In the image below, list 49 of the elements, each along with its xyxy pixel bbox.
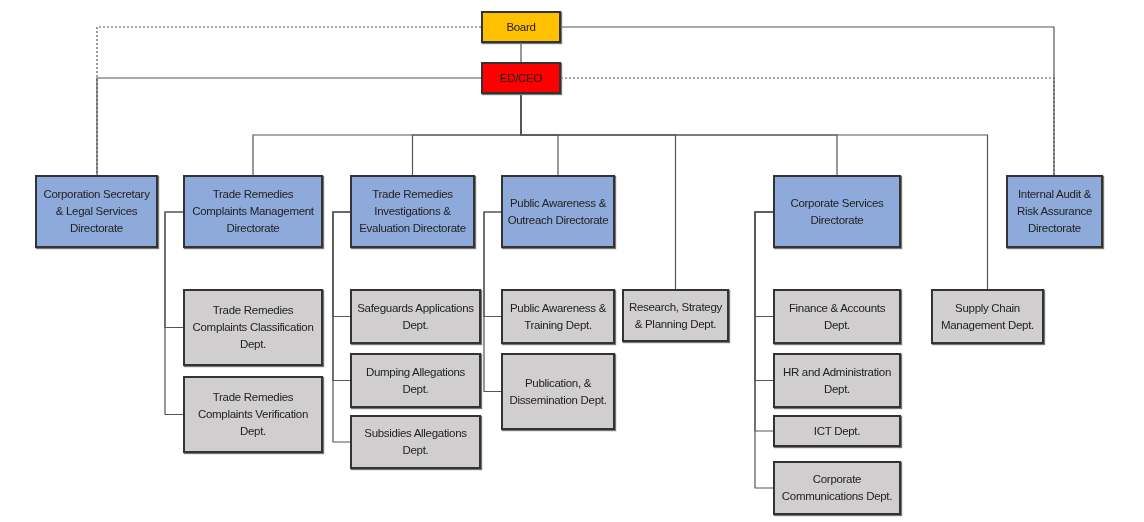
directorate-box (350, 175, 475, 248)
node-label: Internal Audit & Risk Assurance Directorate (1015, 187, 1094, 236)
connector-line (560, 26, 1055, 176)
department-box (183, 289, 323, 366)
node-label: Trade Remedies Complaints Classification Dept. (191, 303, 315, 352)
node-label: ICT Dept. (812, 423, 862, 439)
department-box (350, 415, 481, 469)
department-box (501, 353, 615, 430)
directorate-box (183, 175, 323, 248)
connector-line (332, 211, 351, 443)
node-label: Supply Chain Management Dept. (940, 300, 1035, 333)
connector-line (96, 77, 482, 176)
node-label: Public Awareness & Outreach Directorate (506, 195, 610, 228)
node-label: Publication, & Dissemination Dept. (508, 375, 608, 408)
node-label: Finance & Accounts Dept. (787, 300, 887, 333)
department-box (931, 289, 1044, 344)
connector-line (483, 211, 502, 393)
directorate-box (501, 175, 615, 248)
node-label: HR and Administration Dept. (781, 364, 893, 397)
directorate-box (773, 175, 901, 248)
node-label: Trade Remedies Investigations & Evaluation Directorate (358, 187, 467, 236)
department-box (350, 289, 481, 344)
node-label: Corporate Services Directorate (789, 195, 885, 228)
node-label: Board (505, 19, 537, 35)
node-label: Trade Remedies Complaints Verification Dept. (196, 390, 310, 439)
board-box (481, 11, 561, 43)
node-label: Public Awareness & Training Dept. (509, 300, 608, 333)
directorate-box (1006, 175, 1103, 248)
node-label: Subsidies Allegations Dept. (363, 426, 468, 458)
department-box (501, 289, 615, 344)
executive-box (481, 62, 561, 94)
node-label: Trade Remedies Complaints Management Directorate (191, 187, 315, 236)
department-box (773, 415, 901, 447)
node-label: Research, Strategy & Planning Dept. (627, 299, 723, 332)
department-box (773, 289, 901, 344)
department-box (773, 461, 901, 515)
connector-line (520, 42, 522, 63)
department-box (622, 289, 729, 342)
department-box (350, 353, 481, 408)
node-label: Safeguards Applications Dept. (356, 300, 475, 333)
node-label: Corporate Communications Dept. (780, 472, 894, 504)
department-box (183, 376, 323, 453)
node-label: Corporation Secretary & Legal Services Directorate (42, 187, 151, 236)
connector-line (164, 211, 184, 416)
department-box (773, 353, 901, 408)
node-label: Dumping Allegations Dept. (364, 364, 467, 397)
node-label: ED/CEO (498, 70, 544, 86)
directorate-box (35, 175, 158, 248)
connector-line (754, 211, 774, 489)
